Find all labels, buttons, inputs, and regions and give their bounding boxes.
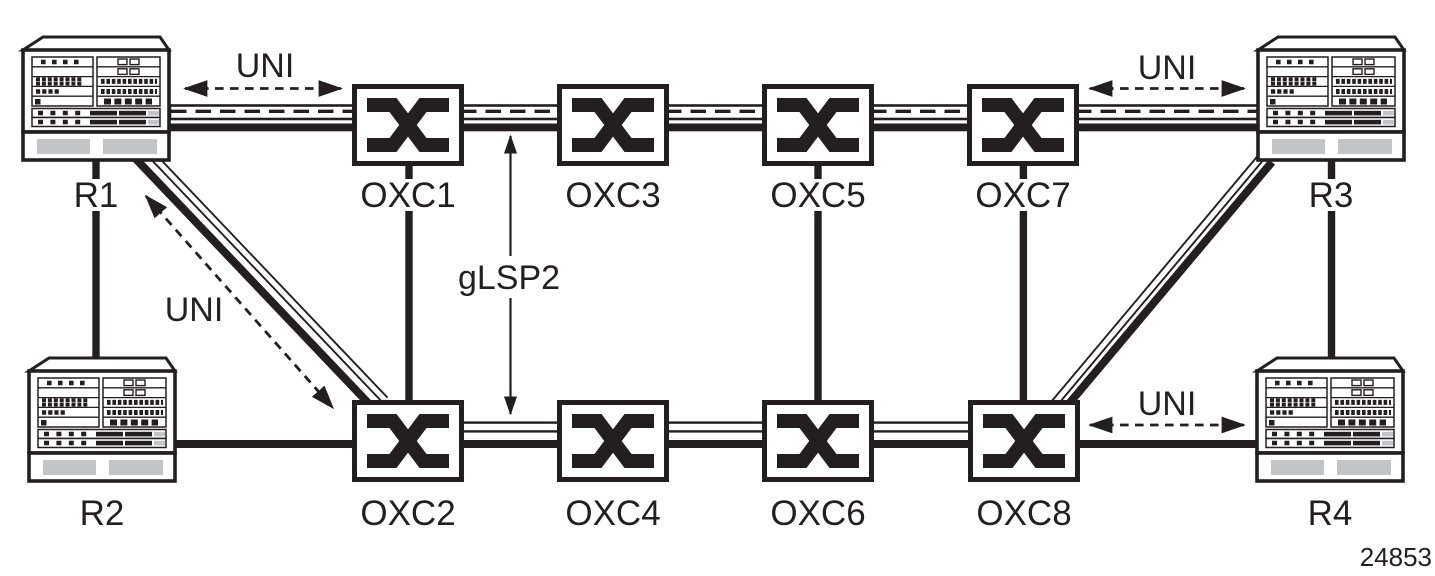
oxc-icon-oxc4 (560, 403, 667, 480)
label-oxc5: OXC5 (770, 176, 865, 215)
oxc-icon-oxc7 (970, 87, 1077, 164)
link-oxc1-oxc3 (458, 104, 563, 132)
link-r1-oxc1 (168, 104, 358, 132)
label-r3: R3 (1309, 176, 1354, 215)
link-r3-r4 (1327, 156, 1336, 362)
label-r2: R2 (80, 494, 125, 533)
link-oxc6-oxc8 (868, 421, 974, 448)
label-r4: R4 (1308, 494, 1353, 533)
label-backer (51, 179, 141, 211)
uni-label-bottom-right: UNI (1138, 385, 1197, 423)
oxc-icon-oxc6 (765, 403, 872, 480)
link-oxc5-oxc6 (814, 162, 822, 404)
oxc-icon-oxc2 (355, 403, 462, 480)
uni-label-top-left: UNI (236, 47, 295, 85)
labels-layer: R1 R2 R3 R4 OXC1 OXC2 OXC3 OXC4 OXC5 OXC… (51, 47, 1432, 572)
label-oxc1: OXC1 (360, 176, 455, 215)
label-backer (978, 179, 1068, 211)
label-oxc4: OXC4 (565, 494, 660, 533)
label-backer (363, 179, 453, 211)
glsp2-label: gLSP2 (458, 259, 560, 297)
router-icon-r4 (1257, 358, 1403, 481)
link-oxc8-r4 (1076, 440, 1260, 448)
label-oxc6: OXC6 (770, 494, 865, 533)
router-icon-r2 (29, 358, 175, 481)
label-oxc7: OXC7 (975, 176, 1070, 215)
uni-label-top-right: UNI (1138, 49, 1197, 87)
label-backer (1286, 179, 1376, 211)
link-r2-oxc2 (175, 440, 356, 448)
label-oxc3: OXC3 (565, 176, 660, 215)
router-icon-r1 (23, 37, 169, 160)
link-oxc8-r3 (1049, 152, 1276, 415)
uni-label-diagonal: UNI (165, 291, 224, 329)
oxc-icon-oxc3 (560, 87, 667, 164)
oxc-icon-oxc8 (971, 403, 1078, 480)
oxc-icon-oxc1 (355, 87, 462, 164)
link-oxc5-oxc7 (868, 104, 973, 132)
label-oxc2: OXC2 (360, 494, 455, 533)
figure-number: 24853 (1360, 542, 1432, 572)
link-oxc2-oxc4 (458, 421, 563, 448)
label-backer (773, 179, 863, 211)
link-oxc7-oxc8 (1019, 162, 1028, 404)
label-oxc8: OXC8 (976, 494, 1071, 533)
link-oxc4-oxc6 (663, 421, 768, 448)
link-oxc3-oxc5 (663, 104, 768, 132)
label-r1: R1 (74, 176, 119, 215)
oxc-icon-oxc5 (765, 87, 872, 164)
uni-arrow-r1-oxc2 (144, 194, 335, 410)
link-oxc7-r3 (1073, 104, 1262, 132)
link-r1-r2 (92, 156, 100, 362)
link-oxc1-oxc2 (405, 162, 413, 404)
router-icon-r3 (1258, 37, 1404, 160)
